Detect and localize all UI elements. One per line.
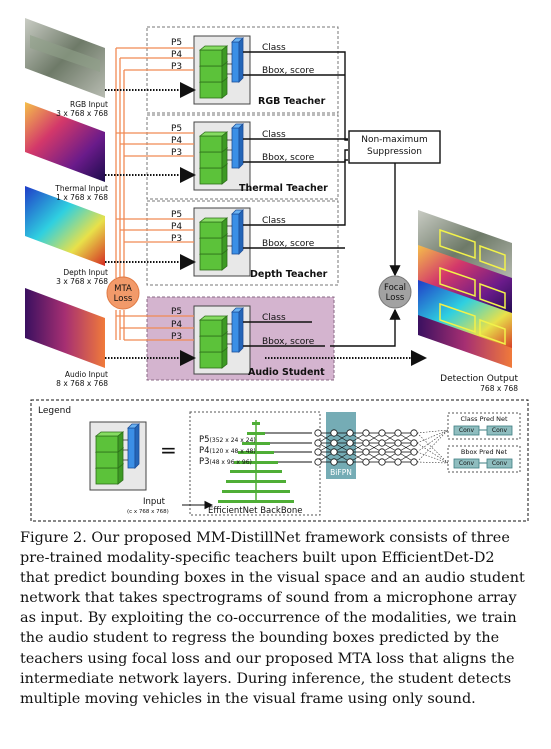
caption-line: network that takes spectrograms of sound… <box>20 590 517 607</box>
audio-class-label: Class <box>262 313 286 323</box>
caption-line: pre-trained modality-specific teachers b… <box>20 550 495 567</box>
audio-student-network <box>193 305 251 375</box>
depth-p5-label: P5 <box>171 210 183 220</box>
caption-line: intermediate network layers. During infe… <box>20 670 512 687</box>
focal-loss-node <box>378 275 412 309</box>
rgb-p3-label: P3 <box>171 62 183 72</box>
thermal-teacher-title: Thermal Teacher <box>239 183 328 194</box>
caption-line: as input. By exploiting the co-occurrenc… <box>20 610 517 627</box>
depth-p4-label: P4 <box>171 222 183 232</box>
depth-p3-label: P3 <box>171 234 183 244</box>
audio-bbox-label: Bbox, score <box>262 337 315 347</box>
legend-network-icon <box>89 421 147 491</box>
legend-p3: P3(48 x 96 x 96) <box>199 457 252 467</box>
nms-box <box>348 130 441 164</box>
audio-p3-label: P3 <box>171 332 183 342</box>
caption-line: teachers using focal loss and our propos… <box>20 650 515 667</box>
legend-title: Legend <box>38 406 72 416</box>
rgb-input-image <box>25 18 105 98</box>
figure-caption: Figure 2. Our proposed MM-DistillNet fra… <box>20 528 535 709</box>
mta-feature-lines <box>115 47 194 341</box>
legend-input: Input <box>143 497 166 507</box>
caption-line: the audio student to regress the boundin… <box>20 630 500 647</box>
rgb-p5-label: P5 <box>171 38 183 48</box>
thermal-input-image <box>25 102 105 182</box>
bbox-conv-2-label: Conv <box>491 460 508 467</box>
rgb-teacher-title: RGB Teacher <box>258 96 326 107</box>
thermal-p3-label: P3 <box>171 148 183 158</box>
bbox-pred-net-label: Bbox Pred Net <box>460 448 508 456</box>
rgb-class-label: Class <box>262 43 286 53</box>
bbox-conv-1-label: Conv <box>458 460 475 467</box>
caption-line: that predict bounding boxes in the visua… <box>20 570 525 587</box>
class-conv-2-label: Conv <box>491 427 508 434</box>
thermal-class-label: Class <box>262 130 286 140</box>
depth-teacher-box <box>146 200 339 286</box>
legend-box <box>30 399 529 522</box>
legend-input-dims: (c x 768 x 768) <box>127 509 169 515</box>
audio-student-title: Audio Student <box>248 367 325 378</box>
thermal-teacher-box <box>146 114 339 200</box>
depth-teacher-title: Depth Teacher <box>250 269 328 280</box>
legend-equals: = <box>160 438 177 462</box>
bifpn-graph <box>314 429 449 466</box>
thermal-p4-label: P4 <box>171 136 183 146</box>
rgb-p4-label: P4 <box>171 50 183 60</box>
legend-bifpn-label: BiFPN <box>330 468 352 477</box>
audio-input-image <box>25 288 105 368</box>
rgb-bbox-label: Bbox, score <box>262 66 315 76</box>
legend-p4: P4(120 x 48 x 48) <box>199 446 256 456</box>
depth-class-label: Class <box>262 216 286 226</box>
depth-input-image <box>25 186 105 266</box>
framework-diagram <box>25 18 529 522</box>
class-pred-net-label: Class Pred Net <box>460 415 508 423</box>
legend-p5: P5(352 x 24 x 24) <box>199 435 256 445</box>
audio-p4-label: P4 <box>171 320 183 330</box>
detection-output-image <box>418 210 512 368</box>
thermal-p5-label: P5 <box>171 124 183 134</box>
depth-teacher-network <box>193 207 251 277</box>
caption-line: Figure 2. Our proposed MM-DistillNet fra… <box>20 530 510 546</box>
caption-line: multiple moving vehicles in the visual f… <box>20 690 476 707</box>
class-conv-1-label: Conv <box>458 427 475 434</box>
legend-backbone-label: EfficientNet BackBone <box>208 506 303 516</box>
audio-p5-label: P5 <box>171 307 183 317</box>
thermal-bbox-label: Bbox, score <box>262 153 315 163</box>
mta-loss-node <box>106 276 140 310</box>
rgb-teacher-network <box>193 35 251 105</box>
thermal-teacher-network <box>193 121 251 191</box>
depth-bbox-label: Bbox, score <box>262 239 315 249</box>
